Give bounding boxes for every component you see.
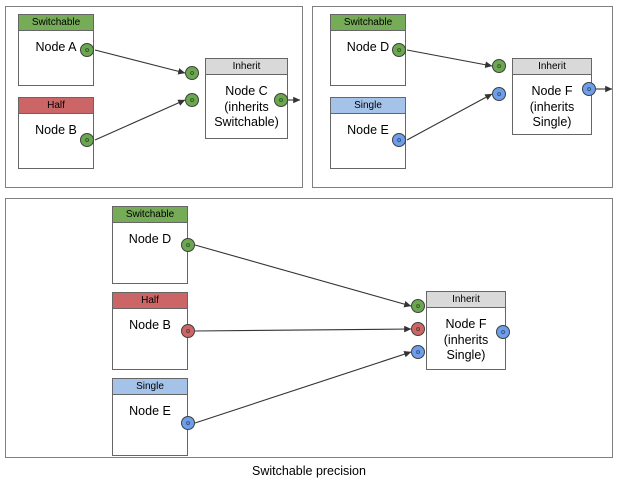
port-node-f2-in-1[interactable] <box>411 299 425 313</box>
node-f[interactable]: Inherit Node F (inherits Single) <box>512 58 592 135</box>
node-f2[interactable]: Inherit Node F (inherits Single) <box>426 291 506 370</box>
node-e-body: Node E <box>347 123 389 137</box>
node-f2-header: Inherit <box>427 292 505 308</box>
port-node-d2-out[interactable] <box>181 238 195 252</box>
port-node-c-in-2[interactable] <box>185 93 199 107</box>
port-inner-dot <box>497 64 501 68</box>
port-inner-dot <box>186 329 190 333</box>
port-node-b2-out[interactable] <box>181 324 195 338</box>
node-d2-body: Node D <box>128 232 172 246</box>
node-e[interactable]: Single Node E <box>330 97 406 169</box>
port-inner-dot <box>190 98 194 102</box>
port-node-d-out[interactable] <box>392 43 406 57</box>
port-inner-dot <box>279 98 283 102</box>
port-node-c-in-1[interactable] <box>185 66 199 80</box>
node-e2[interactable]: Single Node E <box>112 378 188 456</box>
port-inner-dot <box>397 138 401 142</box>
node-b-header: Half <box>19 98 93 114</box>
node-a[interactable]: Switchable Node A <box>18 14 94 86</box>
port-node-f-in-1[interactable] <box>492 59 506 73</box>
node-e2-header: Single <box>113 379 187 395</box>
port-node-f2-in-3[interactable] <box>411 345 425 359</box>
port-inner-dot <box>416 327 420 331</box>
port-inner-dot <box>497 92 501 96</box>
node-d-header: Switchable <box>331 15 405 31</box>
port-node-f2-in-2[interactable] <box>411 322 425 336</box>
node-d2-header: Switchable <box>113 207 187 223</box>
node-a-header: Switchable <box>19 15 93 31</box>
node-a-body: Node A <box>35 40 77 54</box>
port-inner-dot <box>85 138 89 142</box>
port-inner-dot <box>416 350 420 354</box>
node-f-body: Node F (inherits Single) <box>529 84 575 130</box>
port-node-a-out[interactable] <box>80 43 94 57</box>
port-node-f-out[interactable] <box>582 82 596 96</box>
node-b2[interactable]: Half Node B <box>112 292 188 370</box>
port-node-e2-out[interactable] <box>181 416 195 430</box>
node-e-header: Single <box>331 98 405 114</box>
port-node-b-out[interactable] <box>80 133 94 147</box>
node-b-body: Node B <box>35 123 77 137</box>
node-d-body: Node D <box>346 40 390 54</box>
port-inner-dot <box>416 304 420 308</box>
node-f2-body: Node F (inherits Single) <box>443 317 489 363</box>
node-c-header: Inherit <box>206 59 287 75</box>
port-inner-dot <box>85 48 89 52</box>
node-c-body: Node C (inherits Switchable) <box>214 84 279 130</box>
node-f-header: Inherit <box>513 59 591 75</box>
node-b2-body: Node B <box>129 318 171 332</box>
port-node-f-in-2[interactable] <box>492 87 506 101</box>
node-b2-header: Half <box>113 293 187 309</box>
port-inner-dot <box>190 71 194 75</box>
node-d2[interactable]: Switchable Node D <box>112 206 188 284</box>
port-inner-dot <box>587 87 591 91</box>
port-node-f2-out[interactable] <box>496 325 510 339</box>
port-node-e-out[interactable] <box>392 133 406 147</box>
port-inner-dot <box>186 421 190 425</box>
port-node-c-out[interactable] <box>274 93 288 107</box>
port-inner-dot <box>501 330 505 334</box>
node-b[interactable]: Half Node B <box>18 97 94 169</box>
diagram-caption: Switchable precision <box>252 464 366 478</box>
port-inner-dot <box>397 48 401 52</box>
port-inner-dot <box>186 243 190 247</box>
panel-bottom <box>5 198 613 458</box>
node-e2-body: Node E <box>129 404 171 418</box>
